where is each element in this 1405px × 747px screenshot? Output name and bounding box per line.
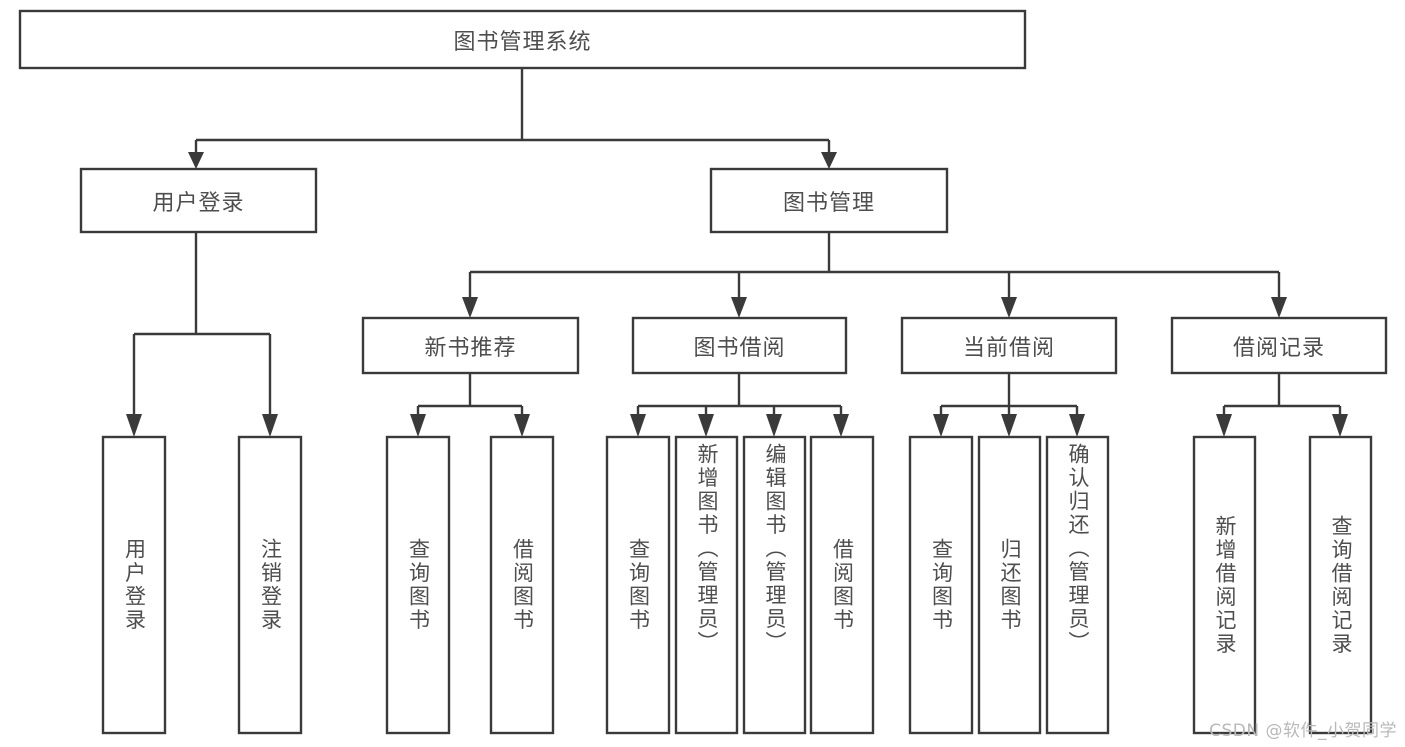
node-box-leaf-edit-book[interactable] <box>742 435 807 735</box>
node-box-leaf-add-book[interactable] <box>674 435 739 735</box>
node-box-leaf-user-logout[interactable] <box>237 435 303 735</box>
arrow-head-user-login <box>188 152 204 169</box>
arrow-head-leaf-query-book-3 <box>933 414 949 437</box>
arrow-head-new-book-recommend <box>462 297 478 318</box>
node-box-book-borrow[interactable] <box>631 316 848 375</box>
node-box-leaf-borrow-book-2[interactable] <box>809 435 875 735</box>
node-box-leaf-return-book[interactable] <box>977 435 1042 735</box>
node-box-new-book-recommend[interactable] <box>361 316 580 375</box>
node-box-current-borrow[interactable] <box>900 316 1118 375</box>
arrow-head-leaf-user-login <box>126 414 142 437</box>
arrow-head-leaf-borrow-book-1 <box>514 414 530 437</box>
arrow-head-book-borrow <box>731 297 747 318</box>
arrow-head-leaf-confirm-return <box>1069 414 1085 437</box>
arrow-head-leaf-add-book <box>698 414 714 437</box>
arrow-head-leaf-query-record <box>1332 414 1348 437</box>
node-box-leaf-query-record[interactable] <box>1308 435 1373 735</box>
node-box-leaf-query-book-1[interactable] <box>385 435 451 735</box>
node-box-layer <box>18 9 1388 735</box>
arrow-head-leaf-borrow-book-2 <box>833 414 849 437</box>
node-box-root[interactable] <box>18 9 1027 70</box>
arrow-head-leaf-edit-book <box>766 414 782 437</box>
arrow-head-borrow-record <box>1271 297 1287 318</box>
node-box-book-manage[interactable] <box>709 167 949 234</box>
connector-layer <box>126 68 1348 437</box>
arrow-head-leaf-query-book-2 <box>630 414 646 437</box>
node-box-user-login[interactable] <box>79 167 318 234</box>
arrow-head-leaf-user-logout <box>262 414 278 437</box>
node-box-leaf-user-login[interactable] <box>101 435 167 735</box>
arrow-head-leaf-return-book <box>1001 414 1017 437</box>
node-box-borrow-record[interactable] <box>1170 316 1388 375</box>
node-box-leaf-add-record[interactable] <box>1192 435 1257 735</box>
node-box-leaf-confirm-return[interactable] <box>1045 435 1110 735</box>
arrow-head-leaf-query-book-1 <box>410 414 426 437</box>
node-box-leaf-borrow-book-1[interactable] <box>489 435 555 735</box>
arrow-head-current-borrow <box>1001 297 1017 318</box>
node-box-leaf-query-book-3[interactable] <box>908 435 974 735</box>
arrow-head-book-manage <box>821 152 837 169</box>
watermark: CSDN @软件_小贺同学 <box>1209 721 1397 741</box>
arrow-head-leaf-add-record <box>1216 414 1232 437</box>
node-box-leaf-query-book-2[interactable] <box>605 435 671 735</box>
